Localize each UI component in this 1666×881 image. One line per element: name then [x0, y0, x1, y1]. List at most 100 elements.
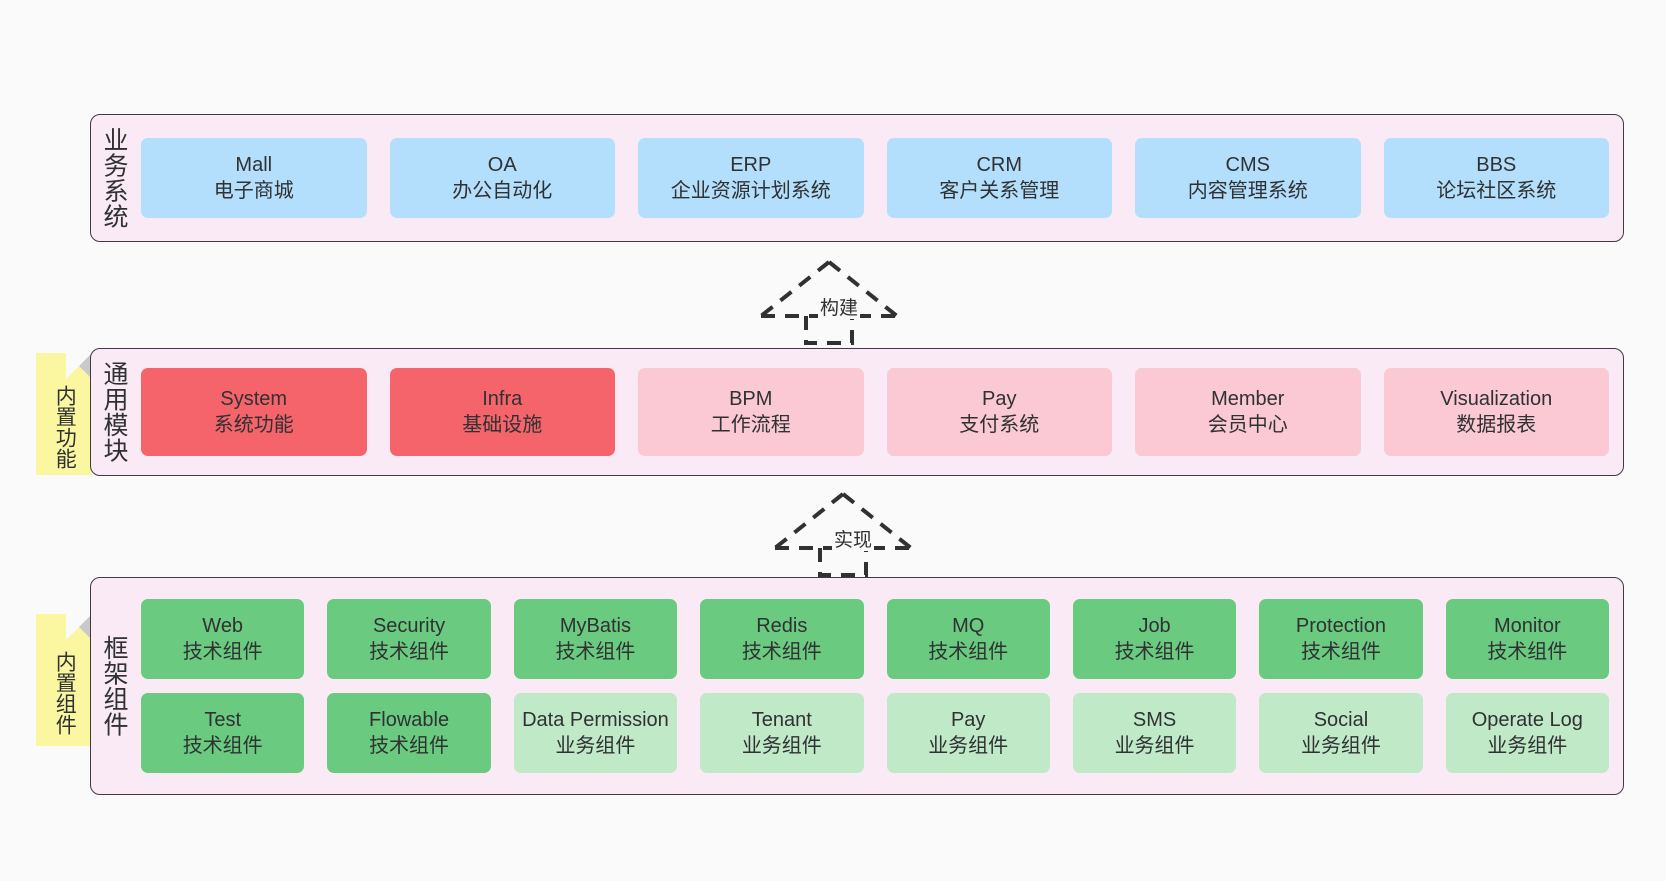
card-cn-label: 技术组件 [182, 735, 263, 757]
card-cn-label: 基础设施 [462, 414, 543, 436]
card-member[interactable]: Member 会员中心 [1135, 368, 1361, 456]
card-en-label: Security [372, 615, 446, 637]
build-arrow-label: 构建 [818, 298, 861, 319]
card-cn-label: 办公自动化 [452, 180, 553, 202]
card-cn-label: 会员中心 [1207, 414, 1288, 436]
card-cn-label: 企业资源计划系统 [670, 180, 831, 202]
card-cn-label: 业务组件 [1114, 735, 1195, 757]
layer-title-common-module: 通用模块 [100, 361, 128, 463]
card-system[interactable]: System 系统功能 [141, 368, 367, 456]
card-cn-label: 技术组件 [928, 641, 1009, 663]
card-oa[interactable]: OA 办公自动化 [389, 138, 615, 218]
card-redis[interactable]: Redis 技术组件 [700, 599, 864, 679]
card-row: Web 技术组件 Security 技术组件 MyBatis 技术组件 Redi… [141, 599, 1609, 679]
card-visualization[interactable]: Visualization 数据报表 [1383, 368, 1609, 456]
card-test[interactable]: Test 技术组件 [141, 693, 305, 773]
card-sms[interactable]: SMS 业务组件 [1072, 693, 1237, 773]
card-en-label: ERP [730, 154, 772, 176]
note-label: 内置功能 [53, 385, 77, 469]
card-cn-label: 技术组件 [741, 641, 822, 663]
card-en-label: Mall [235, 154, 273, 176]
card-en-label: CMS [1225, 154, 1270, 176]
note-builtin-feature: 内置功能 [36, 352, 93, 475]
card-job[interactable]: Job 技术组件 [1072, 599, 1237, 679]
card-en-label: System [220, 388, 288, 410]
card-mall[interactable]: Mall 电子商城 [141, 138, 367, 218]
note-builtin-component: 内置组件 [36, 613, 93, 746]
card-en-label: CRM [976, 154, 1023, 176]
card-monitor[interactable]: Monitor 技术组件 [1445, 599, 1609, 679]
card-en-label: Pay [982, 388, 1017, 410]
implement-arrow: 实现 [770, 490, 916, 577]
card-en-label: Flowable [369, 709, 450, 731]
corner-clip-mask [66, 613, 93, 640]
card-cn-label: 技术组件 [369, 641, 450, 663]
card-infra[interactable]: Infra 基础设施 [389, 368, 615, 456]
card-row: System 系统功能 Infra 基础设施 BPM 工作流程 Pay 支付系统… [141, 368, 1609, 456]
card-pay-module[interactable]: Pay 支付系统 [886, 368, 1112, 456]
card-cn-label: 业务组件 [555, 735, 636, 757]
layer-common-module: 通用模块 System 系统功能 Infra 基础设施 BPM 工作流程 Pay… [90, 348, 1624, 476]
card-cms[interactable]: CMS 内容管理系统 [1135, 138, 1361, 218]
card-en-label: Member [1211, 388, 1285, 410]
card-en-label: Test [204, 709, 242, 731]
card-mq[interactable]: MQ 技术组件 [886, 599, 1050, 679]
card-en-label: BBS [1476, 154, 1517, 176]
card-cn-label: 技术组件 [1114, 641, 1195, 663]
card-crm[interactable]: CRM 客户关系管理 [886, 138, 1112, 218]
corner-clip-mask [66, 352, 93, 379]
card-cn-label: 工作流程 [710, 414, 791, 436]
card-operate-log[interactable]: Operate Log 业务组件 [1445, 693, 1609, 773]
card-protection[interactable]: Protection 技术组件 [1259, 599, 1423, 679]
card-cn-label: 电子商城 [213, 180, 294, 202]
layer-body-framework-component: Web 技术组件 Security 技术组件 MyBatis 技术组件 Redi… [137, 578, 1623, 794]
card-en-label: Infra [482, 388, 523, 410]
card-mybatis[interactable]: MyBatis 技术组件 [513, 599, 678, 679]
card-cn-label: 客户关系管理 [939, 180, 1060, 202]
layer-title-framework-component: 框架组件 [100, 635, 128, 737]
layer-body-business-system: Mall 电子商城 OA 办公自动化 ERP 企业资源计划系统 CRM 客户关系… [137, 115, 1623, 241]
card-tenant[interactable]: Tenant 业务组件 [700, 693, 864, 773]
card-en-label: Visualization [1440, 388, 1553, 410]
card-en-label: Protection [1295, 615, 1386, 637]
card-cn-label: 业务组件 [928, 735, 1009, 757]
card-cn-label: 论坛社区系统 [1436, 180, 1557, 202]
build-arrow: 构建 [756, 258, 902, 345]
card-social[interactable]: Social 业务组件 [1259, 693, 1423, 773]
card-bbs[interactable]: BBS 论坛社区系统 [1383, 138, 1609, 218]
card-web[interactable]: Web 技术组件 [141, 599, 305, 679]
card-en-label: MyBatis [559, 615, 631, 637]
card-data-permission[interactable]: Data Permission 业务组件 [513, 693, 678, 773]
card-en-label: Tenant [751, 709, 812, 731]
card-row: Test 技术组件 Flowable 技术组件 Data Permission … [141, 693, 1609, 773]
card-erp[interactable]: ERP 企业资源计划系统 [638, 138, 864, 218]
card-en-label: Web [202, 615, 244, 637]
card-cn-label: 业务组件 [1300, 735, 1381, 757]
card-en-label: MQ [952, 615, 985, 637]
card-en-label: OA [487, 154, 517, 176]
layer-framework-component: 框架组件 Web 技术组件 Security 技术组件 MyBatis 技术组件… [90, 577, 1624, 795]
card-en-label: Job [1138, 615, 1171, 637]
note-label: 内置组件 [53, 651, 77, 735]
card-cn-label: 支付系统 [959, 414, 1040, 436]
implement-arrow-label: 实现 [832, 530, 875, 551]
card-en-label: Monitor [1493, 615, 1561, 637]
card-cn-label: 技术组件 [369, 735, 450, 757]
card-cn-label: 技术组件 [1300, 641, 1381, 663]
card-cn-label: 系统功能 [213, 414, 294, 436]
card-pay-component[interactable]: Pay 业务组件 [886, 693, 1050, 773]
card-cn-label: 业务组件 [741, 735, 822, 757]
layer-title-business-system: 业务系统 [100, 127, 128, 229]
card-cn-label: 内容管理系统 [1187, 180, 1308, 202]
card-flowable[interactable]: Flowable 技术组件 [327, 693, 491, 773]
card-en-label: Pay [950, 709, 986, 731]
card-cn-label: 技术组件 [182, 641, 263, 663]
card-bpm[interactable]: BPM 工作流程 [638, 368, 864, 456]
card-en-label: SMS [1132, 709, 1177, 731]
layer-body-common-module: System 系统功能 Infra 基础设施 BPM 工作流程 Pay 支付系统… [137, 349, 1623, 475]
card-security[interactable]: Security 技术组件 [327, 599, 491, 679]
card-row: Mall 电子商城 OA 办公自动化 ERP 企业资源计划系统 CRM 客户关系… [141, 138, 1609, 218]
card-cn-label: 数据报表 [1456, 414, 1537, 436]
card-en-label: BPM [729, 388, 773, 410]
